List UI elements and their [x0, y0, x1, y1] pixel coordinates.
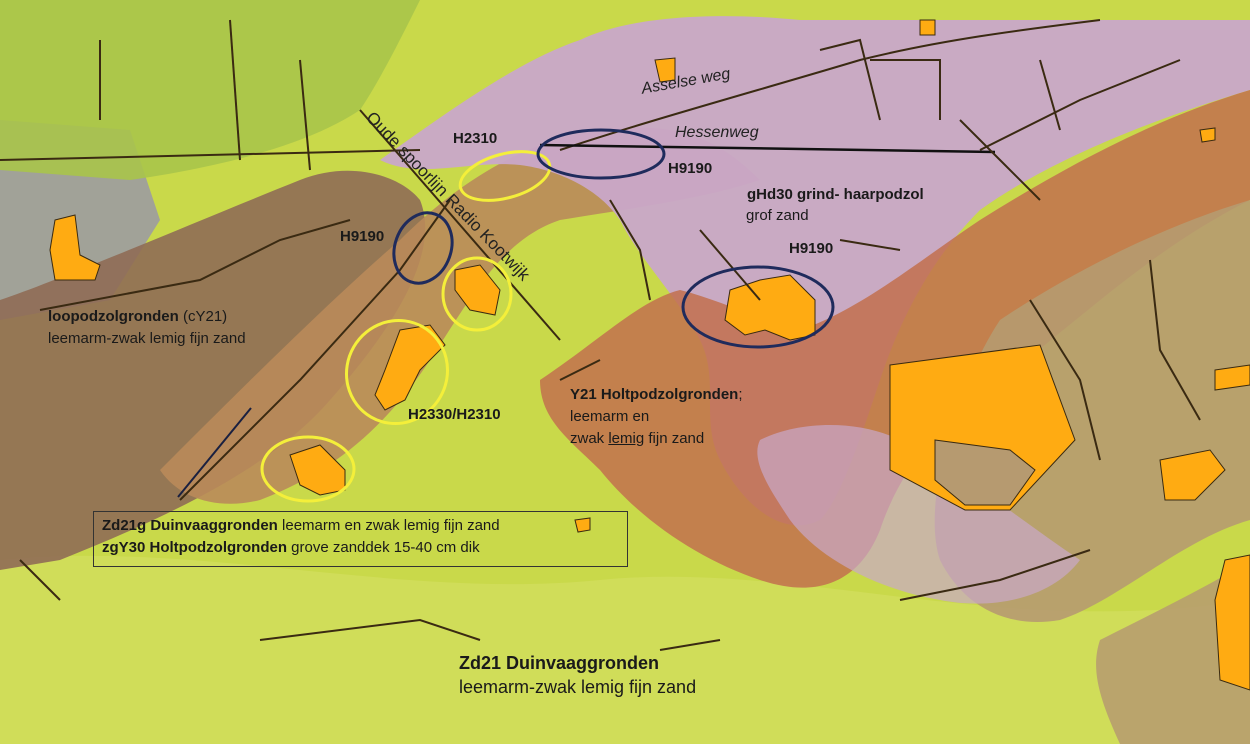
oude-spoorlijn — [359, 109, 561, 341]
y21-desc2-b: lemig — [608, 430, 645, 447]
hessenweg-road — [539, 143, 996, 154]
habitat-polygon — [1199, 127, 1216, 143]
y21-desc2: zwak lemig fijn zand — [570, 430, 704, 448]
path — [659, 639, 721, 651]
h9190-ellipse-top — [536, 128, 666, 180]
path — [229, 19, 241, 161]
path — [699, 229, 761, 301]
paths-network — [0, 19, 1201, 651]
yellow-ellipses — [260, 150, 552, 503]
top-left-green — [0, 0, 420, 180]
legend-zd21g-rest: leemarm en zwak lemig fijn zand — [277, 517, 500, 534]
path — [179, 199, 451, 501]
h2310-ellipse — [458, 150, 552, 202]
h2310-label-top: H2310 — [453, 130, 498, 147]
h9190-ellipse-right — [681, 265, 835, 349]
habitat-polygon — [454, 264, 501, 316]
h2310-ellipse-mid — [441, 256, 513, 332]
legend-zgy30-bold: zgY30 Holtpodzolgronden — [102, 539, 287, 556]
habitat-polygon — [574, 517, 591, 533]
habitat-polygon — [49, 214, 101, 281]
path — [1029, 299, 1101, 461]
path — [899, 549, 1091, 601]
path — [19, 559, 61, 601]
y21-title-bold: Y21 Holtpodzolgronden — [570, 386, 739, 403]
holtpodzol-zone — [160, 127, 760, 504]
inner-parcel — [934, 439, 1036, 506]
zd21-light-texture — [0, 555, 1250, 744]
path — [609, 199, 651, 301]
y21-sep: ; — [738, 386, 743, 403]
habitat-polygon — [374, 324, 446, 411]
loopodzol-zone — [0, 170, 426, 570]
path — [870, 59, 941, 120]
loopodzol-title: loopodzolgronden (cY21) — [48, 308, 227, 326]
hessenweg-label: Hessenweg — [675, 124, 759, 141]
leader-line — [177, 407, 252, 498]
path — [39, 219, 351, 311]
h2330-h2310-label: H2330/H2310 — [408, 406, 501, 423]
path — [979, 59, 1181, 151]
path — [559, 359, 601, 381]
h9190-ellipse-left — [392, 211, 454, 285]
asselse-weg-road — [559, 19, 1101, 151]
h9190-label-right: H9190 — [789, 240, 834, 257]
path — [259, 618, 481, 641]
path — [819, 38, 881, 121]
navy-ellipses — [392, 128, 835, 349]
y21-desc1: leemarm en — [570, 408, 650, 425]
holtpodzol-red-band — [540, 90, 1250, 588]
h2330-ellipse — [344, 318, 450, 426]
legend-line-1: Zd21g Duinvaaggronden leemarm en zwak le… — [102, 517, 500, 534]
path — [0, 149, 421, 161]
habitat-polygon — [1159, 449, 1226, 501]
brown-bottom-right — [1096, 560, 1250, 744]
h9190-label-left: H9190 — [340, 228, 385, 245]
habitat-polygon — [724, 274, 816, 341]
habitat-polygon — [1214, 364, 1250, 391]
path — [839, 239, 901, 251]
y21-desc2-c: fijn zand — [644, 430, 705, 447]
loopodzol-title-bold: loopodzolgronden — [48, 308, 179, 325]
y21-title: Y21 Holtpodzolgronden; — [570, 386, 743, 404]
loopodzol-code: (cY21) — [178, 308, 228, 325]
path — [1039, 59, 1061, 131]
path — [299, 59, 311, 171]
loopodzol-desc: leemarm-zwak lemig fijn zand — [48, 330, 246, 347]
legend-box: Zd21g Duinvaaggronden leemarm en zwak le… — [93, 511, 628, 567]
habitat-polygon — [654, 57, 676, 83]
legend-line-2: zgY30 Holtpodzolgronden grove zanddek 15… — [102, 539, 480, 556]
h2330-ellipse-bottom — [260, 435, 356, 503]
h9190-label-top: H9190 — [668, 160, 713, 177]
zd21-title: Zd21 Duinvaaggronden — [459, 653, 660, 673]
habitat-polygon — [919, 19, 936, 36]
purple-lower-lobe — [757, 425, 1080, 604]
legend-zd21g-bold: Zd21g Duinvaaggronden — [102, 517, 278, 534]
habitat-polygon — [1214, 554, 1250, 691]
path — [1149, 259, 1201, 421]
zd21-desc: leemarm-zwak lemig fijn zand — [459, 677, 697, 697]
ghd30-desc: grof zand — [746, 207, 809, 224]
y21-desc2-a: zwak — [570, 430, 609, 447]
path — [959, 119, 1041, 201]
grind-haarpodzol-zone — [380, 16, 1250, 526]
ghd30-title: gHd30 grind- haarpodzol — [747, 186, 924, 203]
legend-zgy30-rest: grove zanddek 15-40 cm dik — [287, 539, 480, 556]
